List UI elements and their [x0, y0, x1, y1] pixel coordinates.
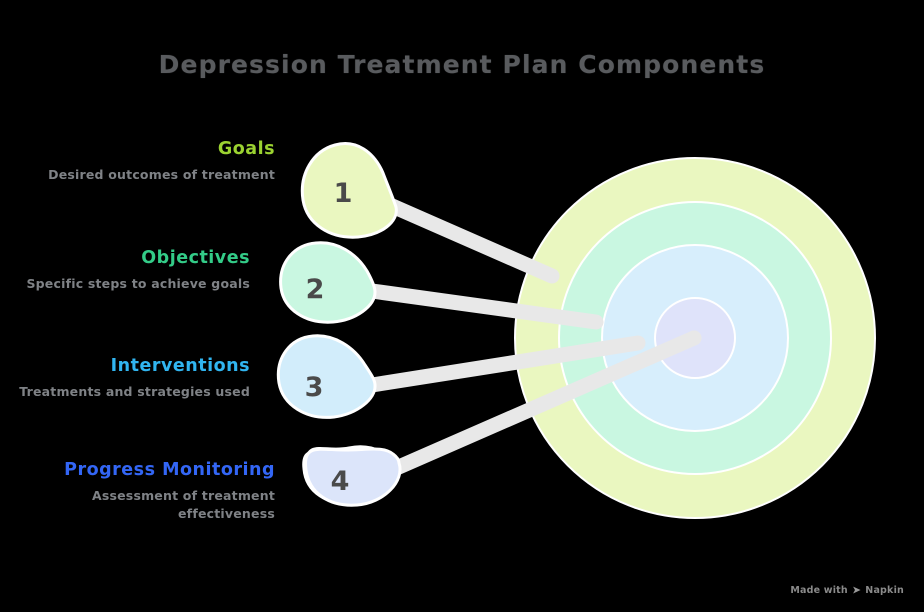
blob-1	[300, 142, 398, 239]
item-title-1: Goals	[217, 139, 275, 159]
blob-3	[276, 334, 377, 419]
watermark-prefix: Made with	[790, 585, 848, 596]
watermark-brand: Napkin	[865, 585, 904, 596]
connector-1	[382, 197, 560, 284]
blob-number-3: 3	[304, 372, 324, 403]
blob-number-1: 1	[333, 178, 353, 209]
blob-number-4: 4	[330, 466, 350, 497]
item-title-4: Progress Monitoring	[64, 460, 275, 480]
blob-2	[279, 241, 377, 324]
napkin-logo-icon: ➤	[851, 583, 862, 597]
connector-2	[364, 283, 604, 330]
connector-4-tip	[686, 330, 702, 346]
blob-4-shape	[303, 447, 402, 507]
item-description-3: Treatments and strategies used	[19, 383, 250, 399]
item-title-2: Objectives	[141, 248, 250, 268]
connectors	[364, 197, 702, 478]
item-label-3: Interventions Treatments and strategies …	[0, 356, 250, 401]
item-label-2: Objectives Specific steps to achieve goa…	[0, 248, 250, 293]
blob-number-2: 2	[305, 274, 325, 305]
connector-caps	[686, 330, 702, 346]
item-description-2: Specific steps to achieve goals	[26, 275, 250, 291]
napkin-watermark[interactable]: Made with ➤ Napkin	[790, 583, 904, 597]
connector-3	[364, 335, 646, 393]
item-label-1: Goals Desired outcomes of treatment	[25, 139, 275, 184]
page-title: Depression Treatment Plan Components	[158, 50, 766, 79]
connector-4	[384, 330, 702, 478]
item-description-1: Desired outcomes of treatment	[48, 166, 275, 182]
item-blobs	[276, 142, 402, 507]
item-description-4: Assessment of treatment effectiveness	[91, 487, 275, 521]
item-title-3: Interventions	[110, 356, 250, 376]
item-label-4: Progress Monitoring Assessment of treatm…	[25, 460, 275, 523]
